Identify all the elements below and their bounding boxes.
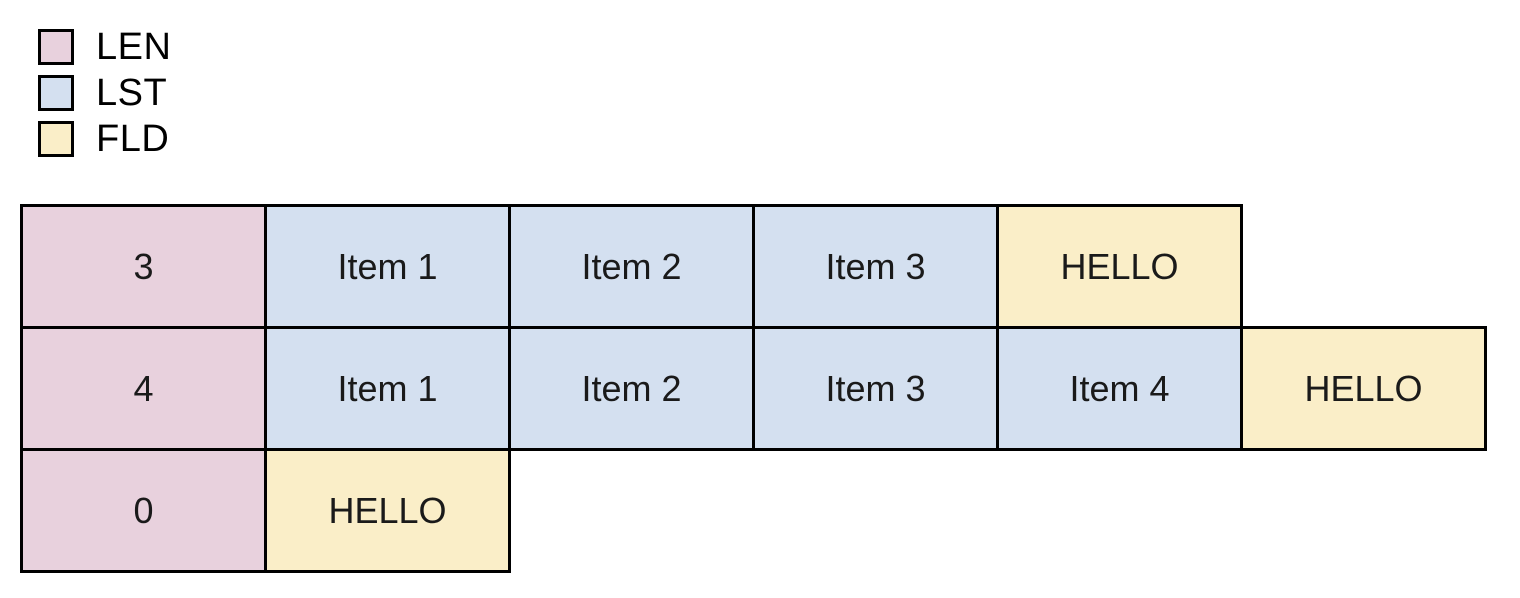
legend-item-len: LEN: [38, 24, 171, 70]
legend-swatch-icon: [38, 75, 74, 111]
legend-swatch-icon: [38, 29, 74, 65]
legend-swatch-icon: [38, 121, 74, 157]
legend-item-lst: LST: [38, 70, 171, 116]
cell-lst: Item 4: [996, 326, 1243, 451]
legend-item-label: FLD: [96, 118, 170, 160]
legend-item-label: LST: [96, 72, 168, 114]
cell-fld: HELLO: [996, 204, 1243, 329]
cell-fld: HELLO: [1240, 326, 1487, 451]
legend-item-fld: FLD: [38, 116, 171, 162]
cell-lst: Item 2: [508, 326, 755, 451]
cell-lst: Item 1: [264, 204, 511, 329]
cell-lst: Item 1: [264, 326, 511, 451]
cell-fld: HELLO: [264, 448, 511, 573]
cell-len: 4: [20, 326, 267, 451]
cell-lst: Item 3: [752, 204, 999, 329]
cell-len: 3: [20, 204, 267, 329]
cell-lst: Item 3: [752, 326, 999, 451]
cell-lst: Item 2: [508, 204, 755, 329]
cell-len: 0: [20, 448, 267, 573]
legend-item-label: LEN: [96, 26, 172, 68]
